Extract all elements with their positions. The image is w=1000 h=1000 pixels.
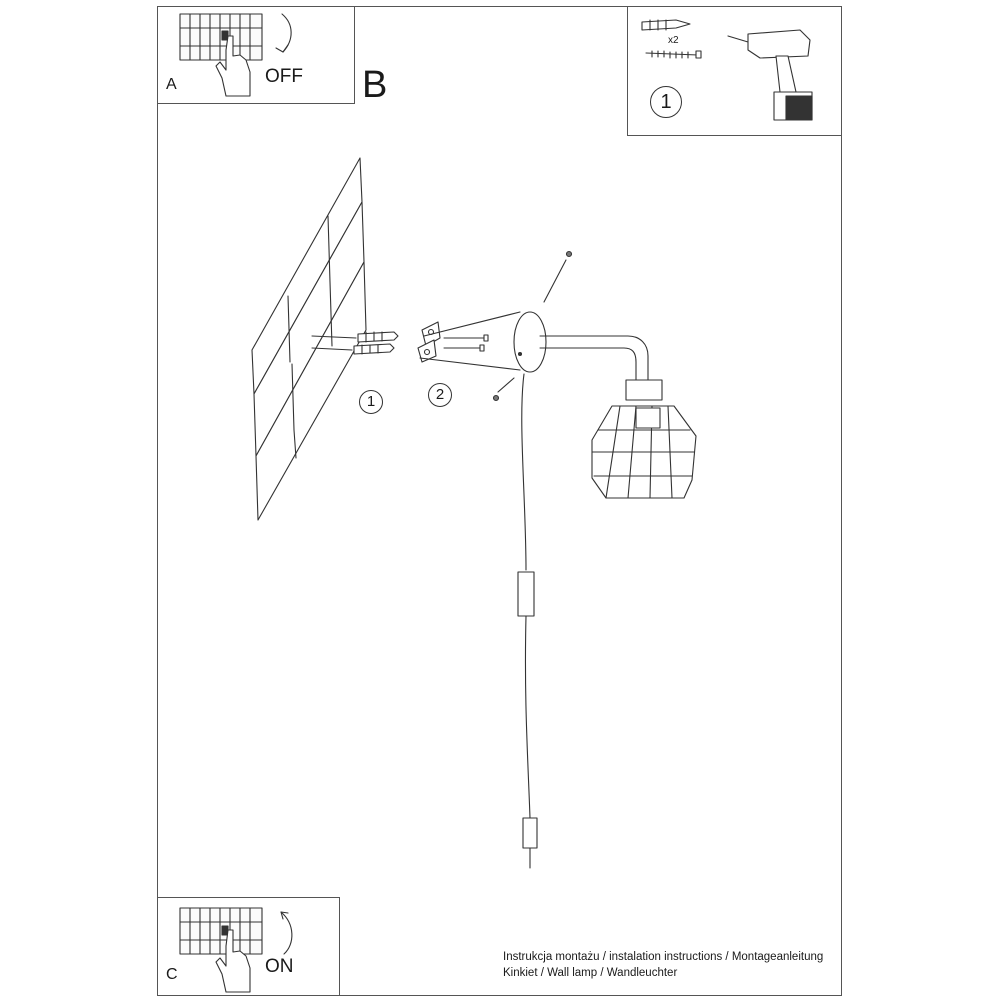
dowels-in-wall: [311, 331, 399, 355]
mounting-bracket: [417, 321, 441, 363]
wall-tiles: [251, 157, 367, 521]
inline-switch: [517, 571, 535, 617]
instruction-page-frame: [157, 6, 842, 996]
callout-bracket: 2: [428, 383, 452, 407]
lamp-base: [513, 311, 649, 383]
callout-dowels: 1: [359, 390, 383, 414]
power-plug: [522, 817, 538, 849]
breaker-box-off-icon: [179, 13, 263, 61]
switch-on-label: ON: [265, 956, 294, 977]
step-a-label: A: [166, 76, 177, 93]
lamp-cage-shade: [591, 379, 697, 499]
arrow-up-icon: [280, 911, 293, 955]
power-cable: [521, 373, 527, 571]
tools-callout: 1: [650, 86, 682, 118]
wall-dowel-icon: [641, 19, 691, 31]
switch-off-label: OFF: [265, 66, 303, 87]
caption-product: Kinkiet / Wall lamp / Wandleuchter: [503, 967, 678, 979]
power-drill-icon: [727, 29, 813, 121]
screw-icon: [645, 50, 702, 59]
caption-instructions: Instrukcja montażu / instalation instruc…: [503, 951, 824, 963]
step-c-label: C: [166, 966, 178, 983]
step-b-label: B: [362, 64, 388, 106]
breaker-box-on-icon: [179, 907, 263, 955]
quantity-label: x2: [668, 35, 679, 46]
hand-icon: [215, 35, 251, 97]
